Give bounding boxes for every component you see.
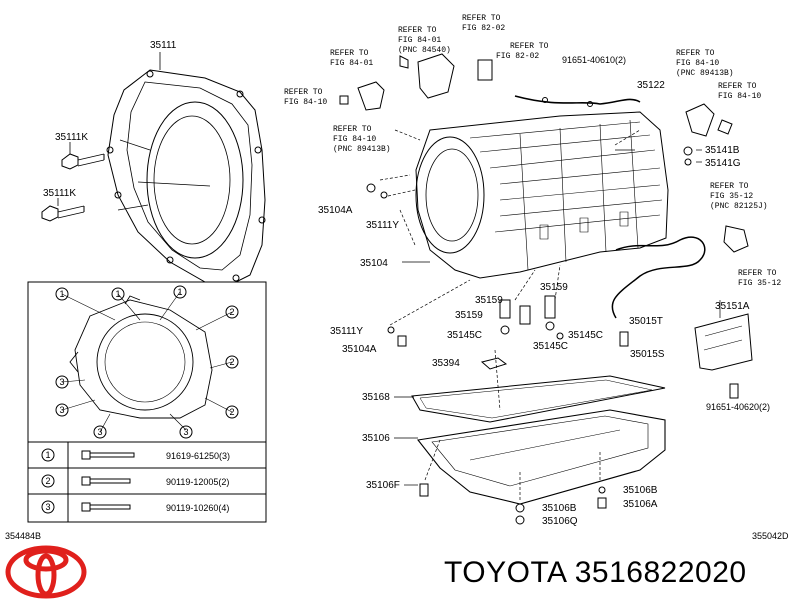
refer-block-82-02-top: REFER TO FIG 82-02 bbox=[462, 14, 505, 33]
label-35145c-c: 35145C bbox=[533, 341, 568, 352]
inset-callout: 2 bbox=[229, 407, 234, 417]
label-35015s: 35015S bbox=[630, 349, 665, 360]
label-35111y-top: 35111Y bbox=[366, 220, 399, 231]
bolt-35111k-lower bbox=[41, 205, 85, 222]
label-35159-c: 35159 bbox=[540, 282, 568, 293]
inset-callout: 3 bbox=[59, 405, 64, 415]
refer-block-84-10-left: REFER TO FIG 84-10 bbox=[284, 88, 327, 107]
brand-part-number: TOYOTA 3516822020 bbox=[444, 556, 747, 589]
inset-callout: 2 bbox=[229, 307, 234, 317]
label-35159-b: 35159 bbox=[455, 310, 483, 321]
inset-callout: 3 bbox=[59, 377, 64, 387]
label-35122: 35122 bbox=[637, 80, 665, 91]
label-35111k-lower: 35111K bbox=[43, 188, 76, 199]
oil-pan-35106-drawing bbox=[416, 409, 666, 505]
refer-block-35-12: REFER TO FIG 35-12 bbox=[738, 269, 781, 288]
label-35141g: 35141G bbox=[705, 158, 741, 169]
label-91651-40610: 91651-40610(2) bbox=[562, 55, 626, 65]
label-35104a-top: 35104A bbox=[318, 205, 353, 216]
figure-code-right: 355042D bbox=[752, 531, 789, 541]
bolt-table-part: 90119-10260(4) bbox=[166, 503, 229, 513]
label-35106a: 35106A bbox=[623, 499, 658, 510]
refer-block-35-12-pnc: REFER TO FIG 35-12 (PNC 82125J) bbox=[710, 182, 768, 211]
inset-callout: 2 bbox=[229, 357, 234, 367]
label-35106b-center: 35106B bbox=[542, 503, 577, 514]
label-35104a-bot: 35104A bbox=[342, 344, 377, 355]
bolt-table-num: 1 bbox=[45, 450, 50, 460]
refer-block-82-02-side: REFER TO FIG 82-02 bbox=[496, 42, 553, 61]
inset-callout: 1 bbox=[59, 289, 64, 299]
refer-block-84-10-pnc-left: REFER TO FIG 84-10 (PNC 89413B) bbox=[333, 125, 391, 154]
label-35106f: 35106F bbox=[366, 480, 400, 491]
plate-35151a-drawing bbox=[694, 313, 753, 371]
label-35394: 35394 bbox=[432, 358, 460, 369]
label-35159-a: 35159 bbox=[475, 295, 503, 306]
bolt-table-num: 3 bbox=[45, 502, 50, 512]
inset-callout: 3 bbox=[97, 427, 102, 437]
bolt-table-part: 91619-61250(3) bbox=[166, 451, 230, 461]
label-35145c-a: 35145C bbox=[447, 330, 482, 341]
label-35111: 35111 bbox=[150, 40, 177, 51]
refer-block-84-01: REFER TO FIG 84-01 bbox=[330, 49, 373, 68]
inset-callout: 1 bbox=[177, 287, 182, 297]
label-35168: 35168 bbox=[362, 392, 390, 403]
label-35145c-b: 35145C bbox=[568, 330, 603, 341]
bolt-table-part: 90119-12005(2) bbox=[166, 477, 229, 487]
label-35111k-upper: 35111K bbox=[55, 132, 88, 143]
bolt-table bbox=[27, 441, 267, 523]
label-35106b-right: 35106B bbox=[623, 485, 658, 496]
refer-block-84-01-pnc: REFER TO FIG 84-01 (PNC 84540) bbox=[398, 26, 451, 55]
label-91651-40620: 91651-40620(2) bbox=[706, 402, 770, 412]
figure-code-left: 354484B bbox=[5, 531, 42, 541]
label-35111y-bot: 35111Y bbox=[330, 326, 363, 337]
inset-housing-drawing bbox=[69, 295, 213, 419]
label-35106q: 35106Q bbox=[542, 516, 578, 527]
label-35141b: 35141B bbox=[705, 145, 740, 156]
bolt-table-num: 2 bbox=[45, 476, 50, 486]
label-35106: 35106 bbox=[362, 433, 390, 444]
bell-housing-drawing bbox=[106, 69, 266, 283]
refer-block-84-10-pnc-right: REFER TO FIG 84-10 (PNC 89413B) bbox=[676, 49, 734, 78]
gasket-35168-drawing bbox=[411, 375, 666, 423]
bolt-35111k-upper bbox=[61, 153, 105, 170]
transmission-case-drawing bbox=[415, 111, 669, 279]
label-35015t: 35015T bbox=[629, 316, 663, 327]
inset-callout: 3 bbox=[183, 427, 188, 437]
toyota-logo-icon bbox=[5, 545, 87, 599]
inset-callout-circles bbox=[55, 285, 239, 439]
refer-block-84-10-right: REFER TO FIG 84-10 bbox=[718, 82, 761, 101]
label-35104: 35104 bbox=[360, 258, 388, 269]
label-35151a: 35151A bbox=[715, 301, 750, 312]
inset-callout: 1 bbox=[115, 289, 120, 299]
